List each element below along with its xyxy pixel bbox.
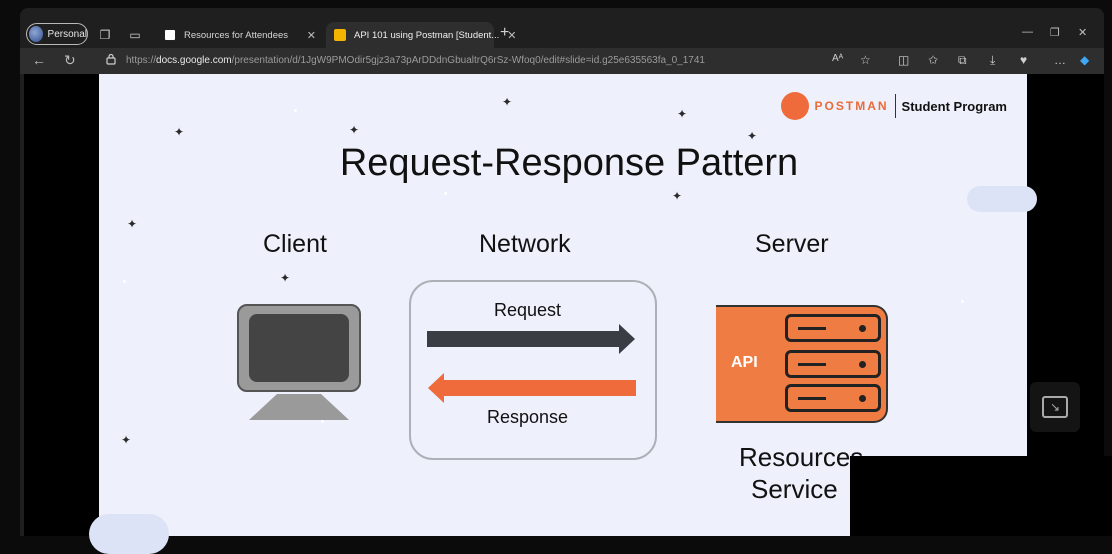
sparkle-icon: ✦ [747, 129, 758, 143]
refresh-icon[interactable]: ↻ [64, 52, 76, 68]
network-label: Network [479, 230, 571, 258]
tab-title: Resources for Attendees [184, 29, 289, 41]
client-label: Client [263, 230, 327, 258]
computer-monitor-icon [237, 304, 361, 392]
dot [809, 450, 812, 453]
response-arrow-icon [428, 373, 636, 403]
sparkle-icon: ✦ [121, 433, 132, 447]
favorite-star-icon[interactable]: ☆ [860, 53, 871, 67]
tab-actions-icon[interactable]: ▭ [129, 28, 141, 42]
sparkle-icon: ✦ [127, 217, 138, 231]
server-rack-icon [785, 314, 881, 342]
sparkle-icon: ✦ [672, 189, 683, 203]
address-input[interactable]: https://docs.google.com/presentation/d/1… [126, 55, 705, 66]
api-label: API [731, 354, 758, 371]
collections-icon[interactable]: ⧉ [958, 53, 967, 67]
dot [123, 280, 126, 283]
new-tab-button[interactable]: + [500, 24, 510, 41]
close-icon[interactable]: ✕ [306, 29, 316, 42]
tab-strip: Personal ❐ ▭ Resources for Attendees ✕ A… [20, 22, 1104, 48]
url-path: /presentation/d/1JgW9PMOdir5gjz3a73pArDD… [231, 55, 705, 66]
tab-title: API 101 using Postman [Student... [354, 29, 500, 41]
profile-label: Personal [47, 28, 87, 40]
slides-icon [334, 29, 346, 41]
notion-icon [164, 29, 176, 41]
read-aloud-icon[interactable]: Aᴬ [832, 53, 844, 64]
resources-label: Resources [739, 442, 864, 472]
request-label: Request [494, 300, 562, 320]
response-label: Response [487, 407, 569, 427]
tab-resources[interactable]: Resources for Attendees ✕ [156, 22, 324, 48]
avatar [29, 26, 43, 42]
workspaces-icon[interactable]: ❐ [99, 28, 111, 42]
copilot-icon[interactable]: ◆ [1080, 53, 1090, 67]
service-label: Service [751, 474, 838, 504]
back-icon[interactable]: ← [32, 52, 46, 68]
pip-icon: ↘ [1042, 396, 1068, 418]
close-window-icon[interactable]: ✕ [1078, 27, 1088, 39]
monitor-stand [249, 394, 349, 420]
lock-icon[interactable] [106, 53, 116, 65]
postman-logo: POSTMAN Student Program [780, 92, 1007, 120]
url-scheme: https:// [126, 55, 157, 66]
cloud-decoration [89, 514, 169, 554]
server-label: Server [755, 230, 829, 258]
brand-name: POSTMAN [814, 99, 889, 113]
dot [961, 300, 964, 303]
postman-rocket-icon [780, 92, 809, 120]
favorites-icon[interactable]: ✩ [928, 53, 939, 67]
dot [294, 109, 297, 112]
server-rack-icon [785, 384, 881, 412]
picture-in-picture-button[interactable]: ↘ [1030, 382, 1080, 432]
dot [321, 420, 324, 423]
browser-essentials-icon[interactable]: ♥ [1020, 53, 1028, 67]
sparkle-icon: ✦ [677, 107, 688, 121]
tab-api-101[interactable]: API 101 using Postman [Student... ✕ [326, 22, 516, 48]
browser-window: Personal ❐ ▭ Resources for Attendees ✕ A… [20, 8, 1104, 554]
address-toolbar: ← ↻ https://docs.google.com/presentation… [20, 48, 1104, 74]
logo-divider [894, 94, 896, 118]
network-box [409, 280, 657, 460]
sparkle-icon: ✦ [280, 271, 291, 285]
close-icon[interactable]: ✕ [507, 29, 517, 42]
presentation-slide: ✦ ✦ ✦ ✦ ✦ ✦ ✦ ✦ ✦ POSTMAN Student Progr [89, 74, 1037, 554]
cloud-decoration [967, 186, 1037, 212]
slide-title: Request-Response Pattern [339, 142, 799, 184]
downloads-icon[interactable]: ⤓ [990, 53, 996, 67]
more-icon[interactable]: … [1054, 53, 1066, 67]
program-name: Student Program [901, 98, 1007, 114]
sparkle-icon: ✦ [502, 95, 513, 109]
sparkle-icon: ✦ [174, 125, 185, 139]
request-arrow-icon [427, 324, 635, 354]
split-screen-icon[interactable]: ◫ [898, 53, 910, 67]
restore-icon[interactable]: ❐ [1050, 27, 1060, 39]
video-overlay [850, 456, 1112, 536]
dot [444, 192, 447, 195]
sparkle-icon: ✦ [349, 123, 360, 137]
server-rack-icon [785, 350, 881, 378]
url-host: docs.google.com [156, 55, 232, 66]
profile-button[interactable]: Personal [26, 23, 88, 45]
minimize-icon[interactable]: — [1022, 26, 1033, 38]
